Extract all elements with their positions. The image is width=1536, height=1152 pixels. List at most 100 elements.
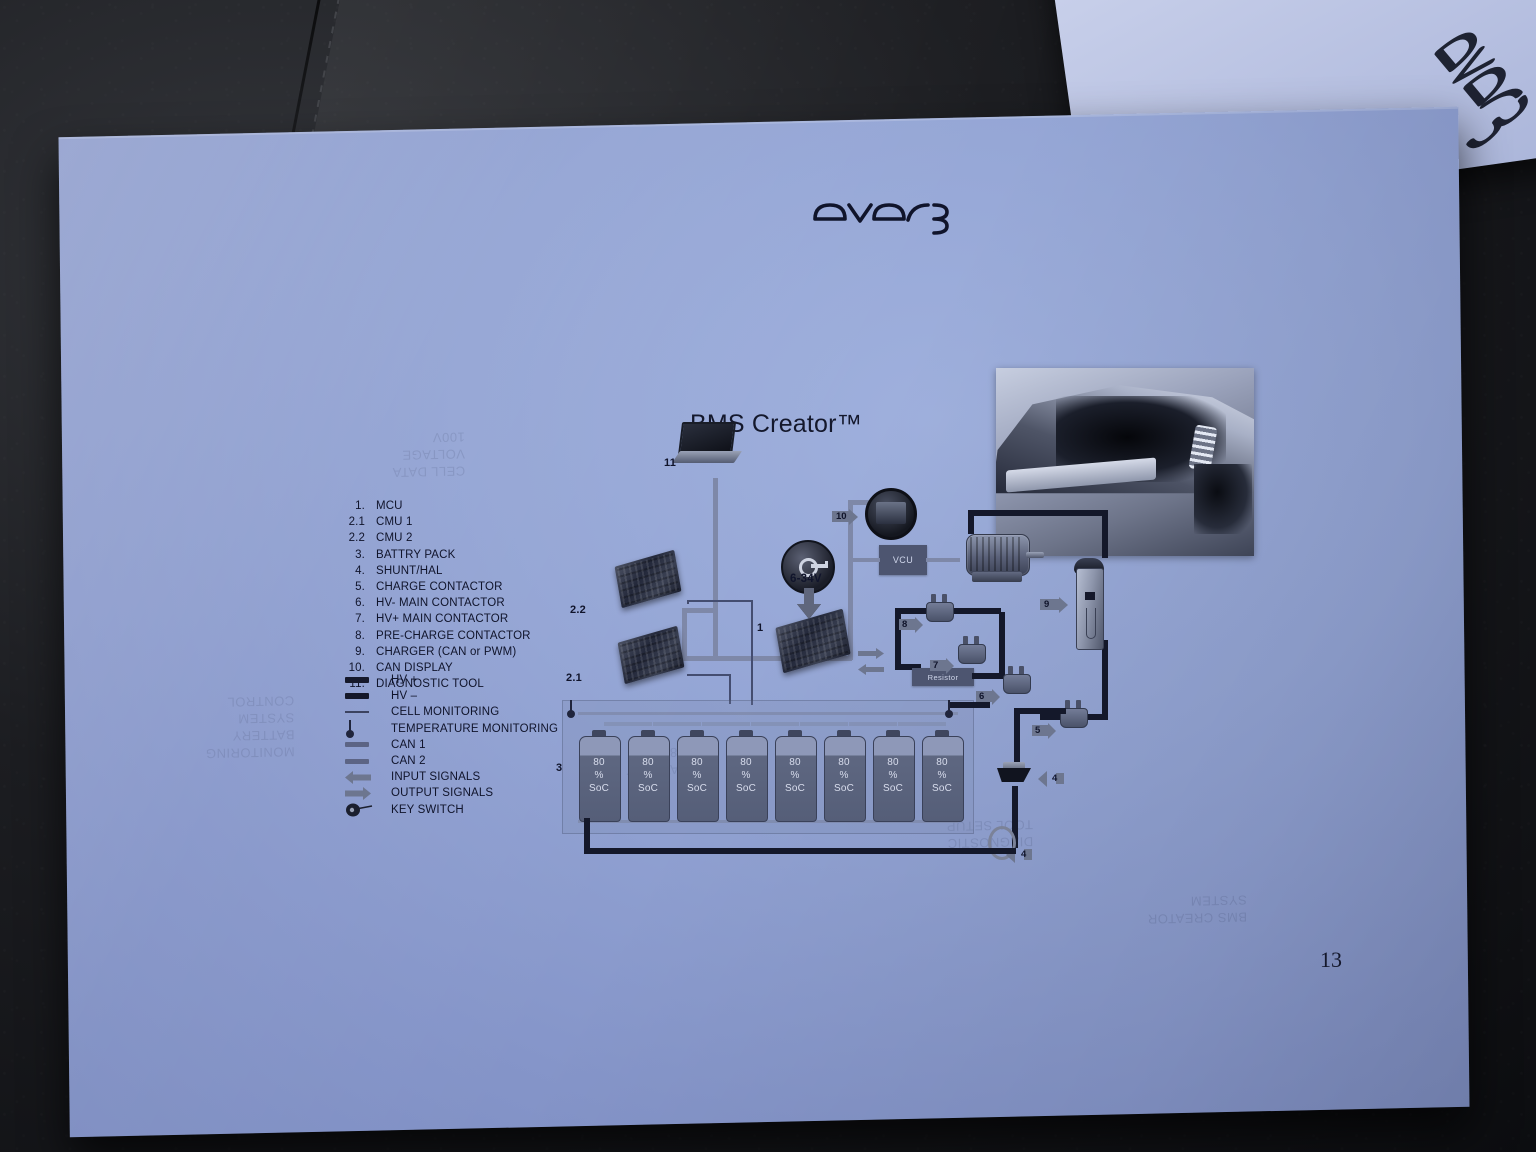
symbol-label: CAN 1 <box>391 738 426 751</box>
callout-2-1: 2.1 <box>566 672 582 684</box>
key-switch-icon <box>335 802 391 818</box>
symbol-legend-item: TEMPERATURE MONITORING <box>335 719 610 738</box>
hv-minus-down <box>1014 708 1020 770</box>
legend-item: 1. MCU <box>335 498 595 514</box>
output-signals-arrow-icon <box>858 646 884 664</box>
key-switch-arrow-icon <box>793 588 825 625</box>
legend-number: 2.1 <box>348 516 365 529</box>
legend-number: 9. <box>355 645 365 658</box>
cell-soc-unit: % <box>741 770 751 781</box>
symbol-legend-item: OUTPUT SIGNALS <box>335 785 610 801</box>
vcu-box: VCU <box>879 545 927 575</box>
diagnostic-tool-laptop-icon <box>671 422 743 466</box>
symbol-label: HV – <box>391 690 418 703</box>
vcu-motor-link <box>926 558 960 562</box>
legend-item: 9. CHARGER (CAN or PWM) <box>335 644 595 660</box>
legend-number: 1. <box>355 500 365 512</box>
cell-soc-unit: % <box>790 770 800 781</box>
legend-number: 7. <box>355 613 365 626</box>
callout-arrow-8: 8 <box>899 616 923 633</box>
hv-plus-main-contactor <box>958 636 986 664</box>
battery-cell: 80 % SoC <box>677 728 719 822</box>
legend-number: 10. <box>348 662 365 675</box>
temperature-sensor-left-icon <box>566 700 576 718</box>
legend-label: HV- MAIN CONTACTOR <box>376 597 505 610</box>
symbol-label: HV + <box>391 674 418 687</box>
callout-11: 11 <box>664 457 677 469</box>
symbol-legend-item: CAN 2 <box>335 753 610 769</box>
legend-item: 3. BATTRY PACK <box>335 547 595 563</box>
resistor-right-link <box>972 673 1004 679</box>
legend-item: 5.CHARGE CONTACTOR <box>335 579 595 595</box>
cell-soc-value: 80 <box>936 757 948 768</box>
precharge-left-rail <box>895 608 901 670</box>
electric-motor <box>958 528 1044 590</box>
cell-soc-metric: SoC <box>637 783 659 794</box>
symbol-label: TEMPERATURE MONITORING <box>391 722 559 735</box>
cell-soc-metric: SoC <box>588 783 610 794</box>
key-switch <box>781 540 835 594</box>
cell-soc-value: 80 <box>887 757 899 768</box>
cell-soc-metric: SoC <box>784 783 806 794</box>
legend-number: 3. <box>355 548 365 561</box>
can-bus-branch-a <box>682 608 718 613</box>
battery-cell: 80 % SoC <box>922 728 964 822</box>
battery-cell: 80 % SoC <box>873 728 915 822</box>
page-number: 13 <box>1320 947 1342 972</box>
symbol-legend: HV + HV – CELL MONITORING TEMPERATURE MO… <box>335 672 610 818</box>
legend-label: CMU 2 <box>376 532 413 545</box>
hv-plus-bar-icon <box>335 672 391 688</box>
precharge-top <box>895 608 941 614</box>
legend-item: 6. HV- MAIN CONTACTOR <box>335 595 595 611</box>
resistor-left-link <box>895 664 921 670</box>
shunt-hal-sensor-a <box>997 762 1031 786</box>
legend-item: 7. HV+ MAIN CONTACTOR <box>335 611 595 627</box>
mcu-link-1 <box>687 600 753 602</box>
callout-8: 8 <box>902 619 908 630</box>
pack-negative-return <box>584 848 1016 854</box>
cell-link <box>751 722 799 726</box>
battery-cell: 80 % SoC <box>824 728 866 822</box>
cell-soc-value: 80 <box>789 757 801 768</box>
legend-label: HV+ MAIN CONTACTOR <box>376 613 509 626</box>
legend-label: CMU 1 <box>376 516 413 529</box>
pre-charge-contactor <box>926 594 954 622</box>
legend-item: 4.SHUNT/HAL <box>335 563 595 579</box>
legend-label: BATTRY PACK <box>376 548 456 561</box>
legend-label: MCU <box>376 500 403 512</box>
can-bus-laptop <box>713 478 718 658</box>
cell-soc-unit: % <box>888 770 898 781</box>
callout-3: 3 <box>556 762 563 774</box>
hv-motor-top <box>968 510 974 534</box>
cmu1-board <box>617 625 685 685</box>
callout-arrow-5: 5 <box>1032 722 1056 739</box>
symbol-legend-item: CAN 1 <box>335 737 610 753</box>
hv-minus-lower <box>1012 786 1018 848</box>
legend-label: CHARGER (CAN or PWM) <box>376 645 517 658</box>
callout-7: 7 <box>933 660 939 671</box>
cell-soc-metric: SoC <box>686 783 708 794</box>
cell-soc-unit: % <box>594 770 604 781</box>
legend-number: 6. <box>355 597 365 610</box>
thermometer-icon <box>335 719 391 738</box>
callout-1: 1 <box>757 622 764 634</box>
battery-cell: 80 % SoC <box>726 728 768 822</box>
cell-soc-metric: SoC <box>833 783 855 794</box>
can-bus-vertical-right <box>848 500 853 660</box>
legend-number: 5. <box>355 581 365 594</box>
background-page-logo <box>1399 0 1536 171</box>
cell-soc-value: 80 <box>740 757 752 768</box>
mcu-link-5 <box>729 674 731 704</box>
cell-soc-metric: SoC <box>735 783 757 794</box>
battery-cell: 80 % SoC <box>579 728 621 822</box>
legend-label: DIAGNOSTIC TOOL <box>376 678 484 691</box>
callout-9: 9 <box>1044 599 1050 610</box>
cell-soc-metric: SoC <box>882 783 904 794</box>
legend-item: 8.PRE-CHARGE CONTACTOR <box>335 628 595 644</box>
vehicle-cutaway-photo <box>996 368 1254 556</box>
cell-monitoring-line-icon <box>335 704 391 720</box>
can-display-gauge <box>865 488 917 540</box>
